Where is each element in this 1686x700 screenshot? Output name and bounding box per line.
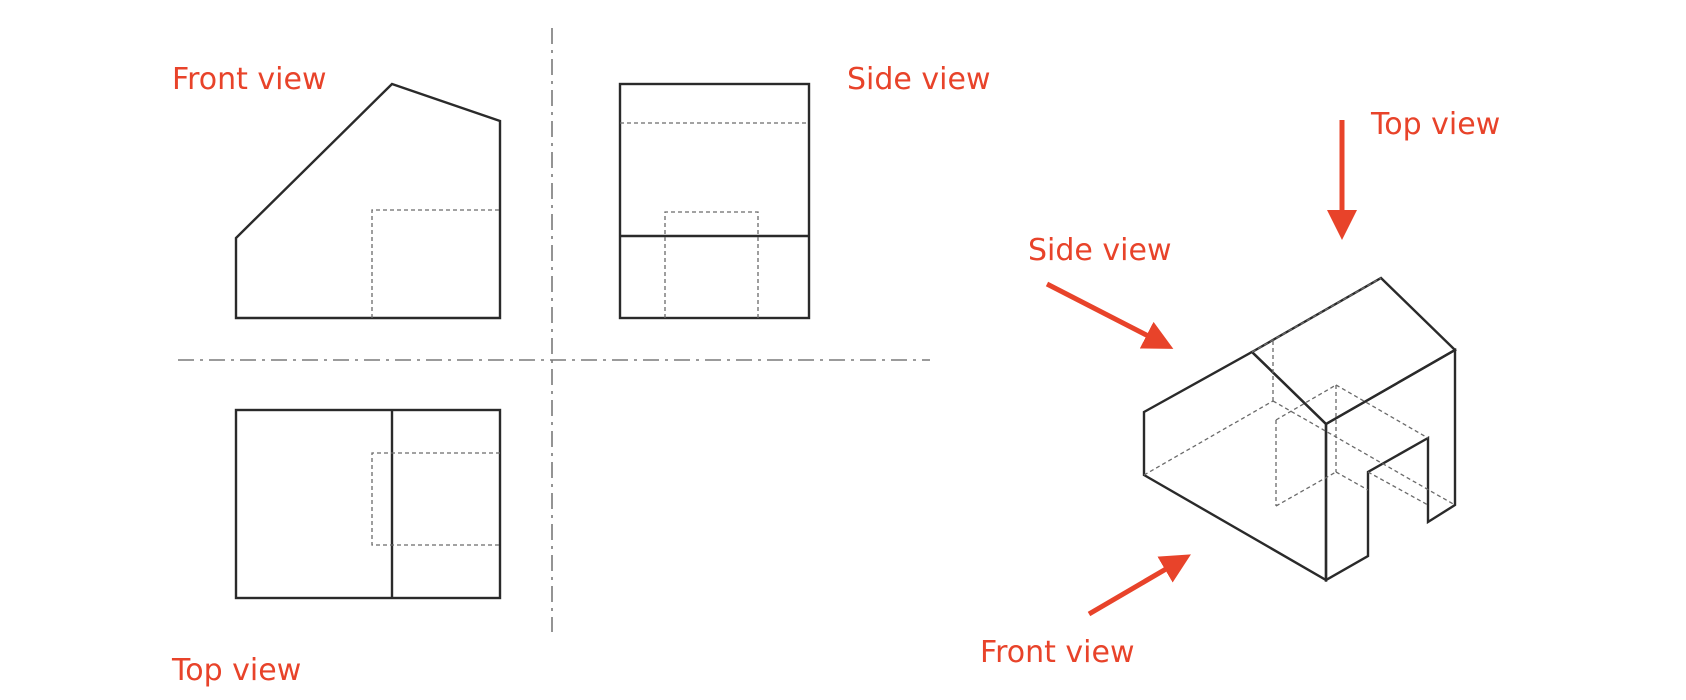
top-view-label: Top view	[171, 653, 301, 688]
iso-roof-slope	[1250, 276, 1457, 426]
top-view-hidden-notch	[371, 452, 500, 546]
iso-left-face	[1142, 350, 1328, 583]
side-view-projection	[618, 82, 811, 320]
isometric-view	[1142, 276, 1457, 583]
front-view-label: Front view	[172, 62, 327, 97]
iso-right-face	[1324, 347, 1457, 583]
side-view-hidden-notch	[664, 211, 759, 318]
view-arrows	[1045, 120, 1357, 617]
side-view-label: Side view	[847, 62, 991, 97]
labels: Front view Side view Top view Top view S…	[171, 62, 1500, 688]
top-view-outline	[234, 408, 502, 600]
iso-top-view-label: Top view	[1370, 107, 1500, 142]
front-view-hidden-notch	[371, 209, 500, 318]
front-view-outline	[234, 82, 502, 320]
front-view-projection	[234, 82, 502, 320]
iso-hidden-edges	[1143, 277, 1456, 507]
top-view-projection	[234, 408, 502, 600]
iso-front-view-arrow	[1087, 554, 1191, 617]
side-view-outline	[618, 82, 811, 320]
iso-side-view-label: Side view	[1028, 233, 1172, 268]
iso-front-view-label: Front view	[980, 635, 1135, 670]
iso-side-view-arrow	[1045, 281, 1174, 349]
center-lines	[178, 28, 930, 632]
